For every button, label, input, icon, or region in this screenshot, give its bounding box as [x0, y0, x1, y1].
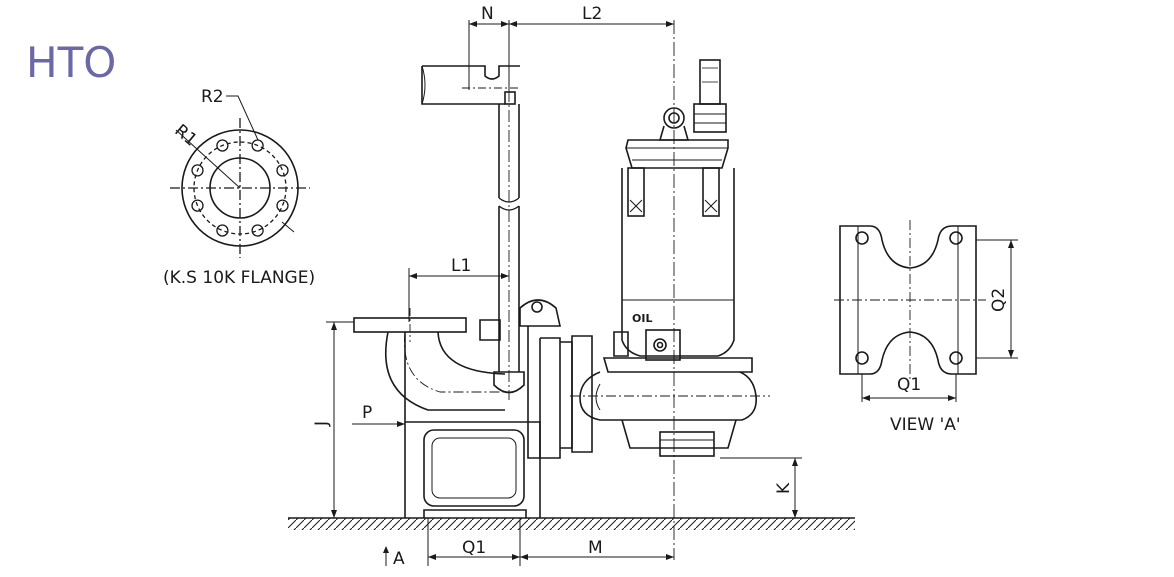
dim-l2-label: L2	[582, 4, 602, 24]
r2-leader	[226, 95, 259, 141]
flange-bolt-hole	[191, 199, 204, 212]
view-a-caption: VIEW 'A'	[890, 415, 961, 435]
ground	[288, 517, 855, 530]
flange-bolt-hole	[216, 139, 229, 152]
view-a-q1-label: Q1	[897, 375, 921, 395]
view-a	[834, 220, 986, 380]
dim-l1-label: L1	[451, 256, 471, 276]
dim-j-label: J	[312, 421, 332, 427]
guide-rail	[421, 65, 525, 400]
dim-a-label: A	[393, 549, 405, 569]
flange-bolt-hole	[276, 164, 289, 177]
dim-k-label: K	[774, 482, 794, 494]
oil-label: OIL	[632, 312, 652, 325]
flange-bolt-hole	[216, 224, 229, 237]
dimension-arrows	[331, 21, 1014, 560]
r2-label: R2	[201, 87, 224, 107]
flange-bolt-hole	[191, 164, 204, 177]
r1-label: R1	[171, 121, 201, 151]
flange-caption: (K.S 10K FLANGE)	[163, 268, 315, 288]
drawing-title: HTO	[26, 38, 117, 87]
flange-view	[170, 95, 310, 258]
view-a-q2-label: Q2	[989, 288, 1009, 312]
dim-m-label: M	[588, 538, 603, 558]
dim-n-label: N	[481, 4, 494, 24]
r1-leader	[175, 129, 241, 189]
dim-p-label: P	[362, 403, 372, 423]
dimension-lines	[326, 20, 1018, 566]
duckfoot-bend	[353, 299, 561, 518]
dim-q1-label: Q1	[462, 538, 486, 558]
pump-body	[560, 20, 770, 560]
flange-bolt-hole	[276, 199, 289, 212]
flange-bolt-hole	[251, 224, 264, 237]
